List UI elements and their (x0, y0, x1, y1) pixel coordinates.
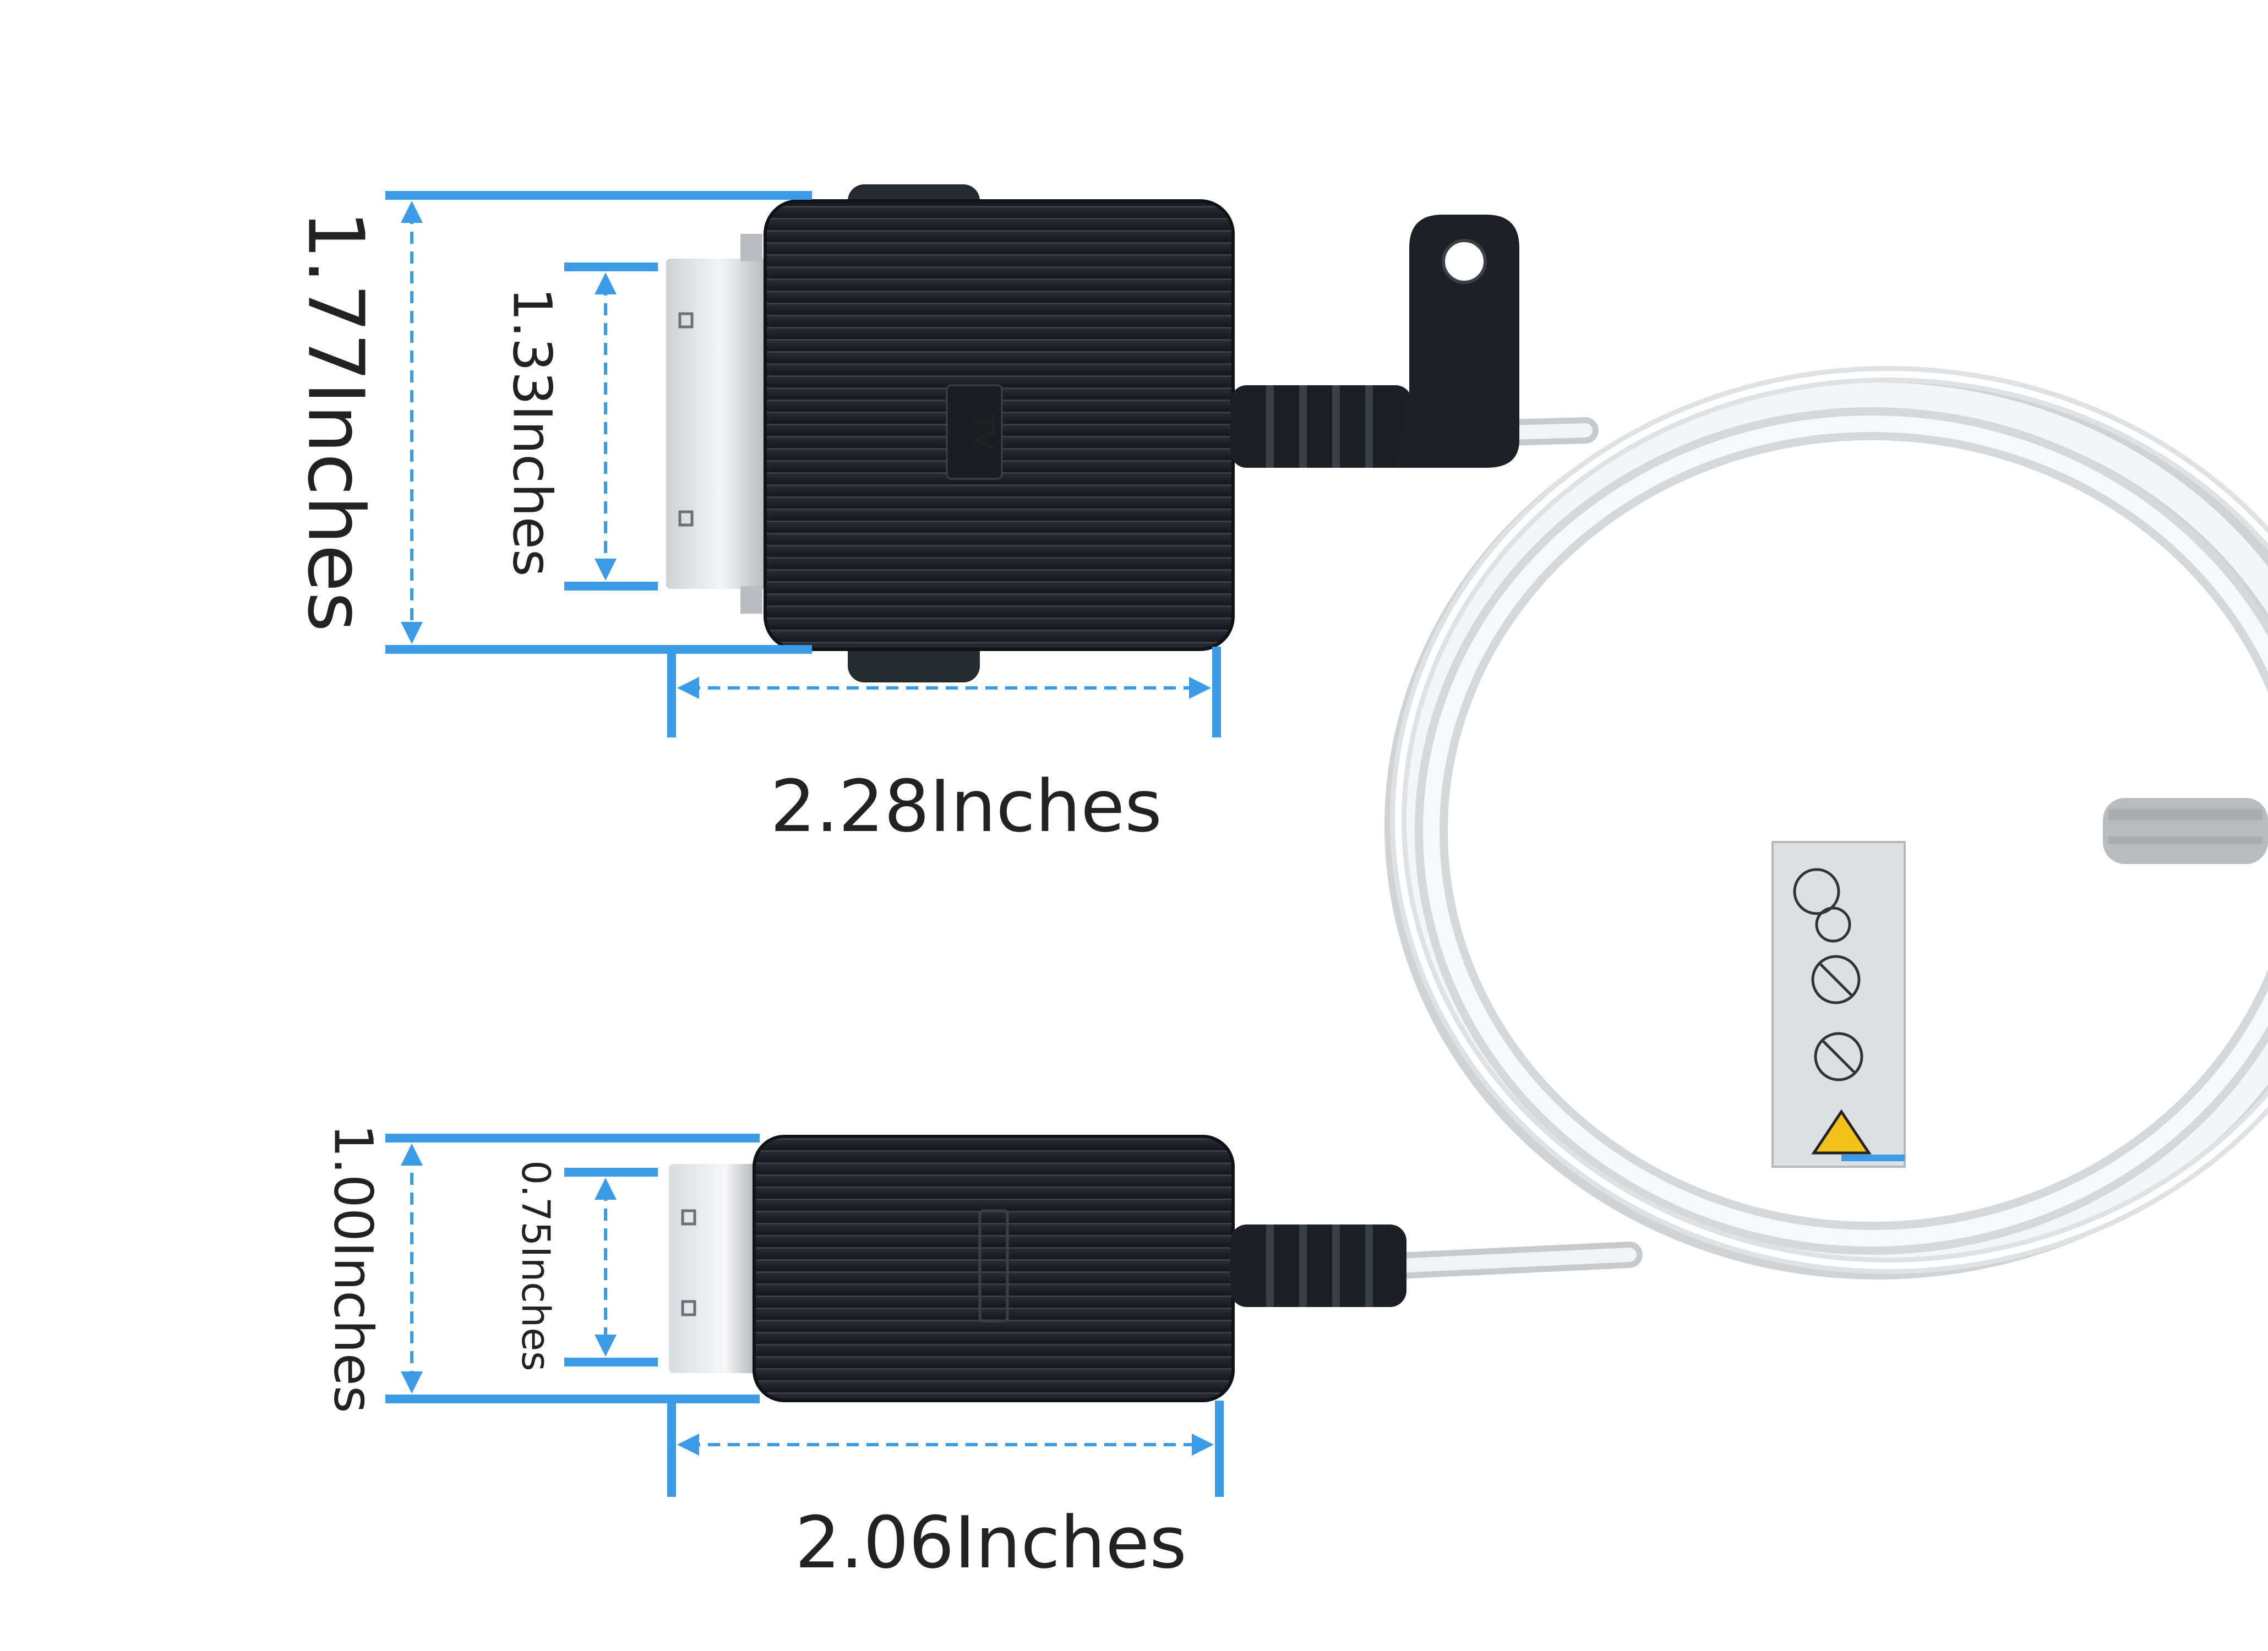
small-connector-pins (669, 1164, 762, 1373)
small-connector-height-label: 1.00Inches (323, 1124, 384, 1413)
optical-cable-coil (1384, 366, 2268, 1280)
large-connector: TV (666, 184, 1519, 682)
laser-warning-icon (1811, 1109, 1872, 1155)
large-connector-height-label: 1.77Inches (290, 210, 380, 632)
dimension-lines (385, 191, 1224, 1497)
no-bend-icon (1811, 955, 1861, 1004)
cable-tie (2103, 798, 2268, 864)
small-connector (669, 1135, 1406, 1402)
large-connector-pin-height-label: 1.33Inches (501, 287, 563, 577)
small-connector-width-label: 2.06Inches (795, 1501, 1187, 1584)
connector-logo: TV (968, 414, 1000, 450)
large-connector-pins (666, 259, 776, 589)
no-pull-icon (1814, 1032, 1863, 1081)
mounting-hole (1442, 239, 1487, 284)
warning-label (1771, 841, 1906, 1168)
cable-coil-icon (1793, 868, 1840, 915)
small-connector-pin-height-label: 0.75Inches (513, 1160, 558, 1371)
large-connector-width-label: 2.28Inches (770, 764, 1162, 848)
